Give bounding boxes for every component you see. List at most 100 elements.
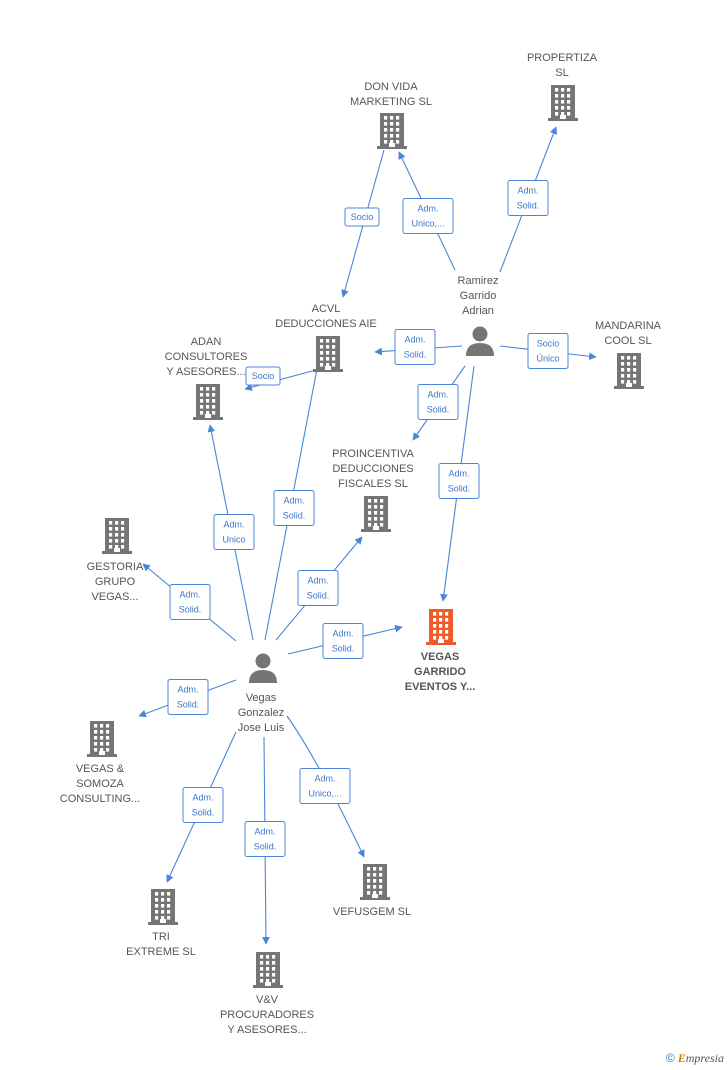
edge-badge-label: Único — [536, 354, 559, 364]
edge-badge-acvl-to-donvida[interactable]: Socio — [344, 207, 380, 227]
edge-badge-ramirez-to-acvl[interactable]: Adm. Solid. — [394, 329, 436, 365]
brand-watermark: ©Empresia — [666, 1051, 724, 1066]
edge-badge-ramirez-to-vegasgarrido[interactable]: Adm.Solid. — [438, 463, 480, 499]
edge-badge-label: Adm. — [404, 335, 425, 345]
node-label: GARRIDO — [414, 666, 466, 678]
building-icon — [426, 609, 456, 645]
node-label: PROPERTIZA — [527, 52, 598, 64]
edge-badge-label: Adm. — [192, 793, 213, 803]
node-vefusgem[interactable]: VEFUSGEM SL — [333, 864, 411, 918]
node-vegassomoza[interactable]: VEGAS &SOMOZACONSULTING... — [60, 721, 140, 805]
edge-badge-label: Adm. — [223, 520, 244, 530]
edge-badge-box — [169, 584, 211, 620]
edge-badge-ramirez-to-proincentiva[interactable]: Adm.Solid. — [417, 384, 459, 420]
node-label: Adrian — [462, 305, 494, 317]
edge-badge-vegasgonzalez-to-tri[interactable]: Adm.Solid. — [182, 787, 224, 823]
edge-badge-label: Adm. — [427, 390, 448, 400]
edge-badge-label: Unico,... — [411, 219, 444, 229]
edge-badge-label: Adm. — [283, 496, 304, 506]
node-label: ADAN — [191, 336, 222, 348]
edge-badge-label: Socio — [252, 371, 275, 381]
node-label: PROINCENTIVA — [332, 448, 414, 460]
edge-badge-vegasgonzalez-to-vegasgarrido[interactable]: Adm.Solid. — [322, 623, 364, 659]
edge-badge-box — [322, 623, 364, 659]
building-icon — [102, 518, 132, 554]
edge-badge-ramirez-to-donvida[interactable]: Adm.Unico,... — [402, 198, 454, 234]
edge-badge-label: Solid. — [254, 842, 277, 852]
node-donvida[interactable]: DON VIDA MARKETING SL — [350, 81, 432, 149]
edge-badge-box — [244, 821, 286, 857]
edge-badge-box — [182, 787, 224, 823]
node-label: CONSULTING... — [60, 793, 140, 805]
edge-badge-box — [299, 768, 351, 804]
edge-badge-vegasgonzalez-to-gestoria[interactable]: Adm.Solid. — [169, 584, 211, 620]
edge-badge-box — [297, 570, 339, 606]
edge-badge-label: Unico,... — [308, 789, 341, 799]
node-label: Y ASESORES... — [166, 366, 245, 378]
edge-badge-label: Adm. — [177, 685, 198, 695]
edge-badge-box — [167, 679, 209, 715]
node-label: DEDUCCIONES AIE — [275, 318, 376, 330]
person-icon — [249, 653, 277, 683]
node-proincentiva[interactable]: PROINCENTIVA DEDUCCIONES FISCALES SL — [332, 448, 415, 532]
edge-badge-ramirez-to-propertiza[interactable]: Adm. Solid. — [507, 180, 549, 216]
edge-badge-box — [402, 198, 454, 234]
node-label: VEGAS & — [76, 763, 125, 775]
node-label: MARKETING SL — [350, 96, 432, 108]
edge-badge-label: Solid. — [404, 350, 427, 360]
edge-badge-vegasgonzalez-to-vyv[interactable]: Adm. Solid. — [244, 821, 286, 857]
edge-badge-box — [344, 207, 380, 227]
edge-badge-label: Solid. — [517, 201, 540, 211]
building-icon — [148, 889, 178, 925]
edge-badge-acvl-to-adan[interactable]: Socio — [245, 366, 281, 386]
brand-initial: E — [677, 1051, 686, 1065]
node-label: FISCALES SL — [338, 478, 408, 490]
edge-badge-box — [394, 329, 436, 365]
edge-badge-vegasgonzalez-to-vegassomoza[interactable]: Adm.Solid. — [167, 679, 209, 715]
node-label: Jose Luis — [238, 722, 285, 734]
edge-badge-vegasgonzalez-to-adan[interactable]: Adm.Unico — [213, 514, 255, 550]
node-label: V&V — [256, 994, 279, 1006]
edge-badge-label: Adm. — [179, 590, 200, 600]
building-icon — [614, 353, 644, 389]
building-icon — [360, 864, 390, 900]
node-label: MANDARINA — [595, 320, 662, 332]
edge-badge-box — [417, 384, 459, 420]
node-adan[interactable]: ADAN CONSULTORES Y ASESORES... — [165, 336, 248, 420]
edge-badge-vegasgonzalez-to-proincentiva[interactable]: Adm.Solid. — [297, 570, 339, 606]
badges-layer: SocioAdm.Unico,...Adm.Solid.Adm.Solid.So… — [167, 180, 569, 857]
node-label: Gonzalez — [238, 707, 284, 719]
edge-badge-label: Adm. — [254, 827, 275, 837]
node-label: COOL SL — [604, 335, 651, 347]
edge-badge-box — [527, 333, 569, 369]
node-label: GESTORIA — [87, 561, 144, 573]
edge-badge-label: Solid. — [283, 511, 306, 521]
node-label: PROCURADORES — [220, 1009, 314, 1021]
node-label: DEDUCCIONES — [332, 463, 413, 475]
edge-badge-label: Adm. — [517, 186, 538, 196]
building-icon — [377, 113, 407, 149]
edge-badge-label: Socio — [351, 212, 374, 222]
edge-badge-label: Adm. — [314, 774, 335, 784]
building-icon — [253, 952, 283, 988]
edge-badge-label: Solid. — [332, 644, 355, 654]
node-label: Y ASESORES... — [227, 1024, 306, 1036]
node-label: DON VIDA — [364, 81, 418, 93]
edge-badge-box — [213, 514, 255, 550]
building-icon — [87, 721, 117, 757]
edge-badge-vegasgonzalez-to-vefusgem[interactable]: Adm. Unico,... — [299, 768, 351, 804]
edge-badge-vegasgonzalez-to-acvl[interactable]: Adm. Solid. — [273, 490, 315, 526]
node-gestoria[interactable]: GESTORIAGRUPOVEGAS... — [87, 518, 144, 603]
node-label: CONSULTORES — [165, 351, 248, 363]
node-vyv[interactable]: V&V PROCURADORES Y ASESORES... — [220, 952, 314, 1036]
node-label: VEFUSGEM SL — [333, 906, 411, 918]
edge-badge-box — [438, 463, 480, 499]
node-mandarina[interactable]: MANDARINA COOL SL — [595, 320, 662, 389]
